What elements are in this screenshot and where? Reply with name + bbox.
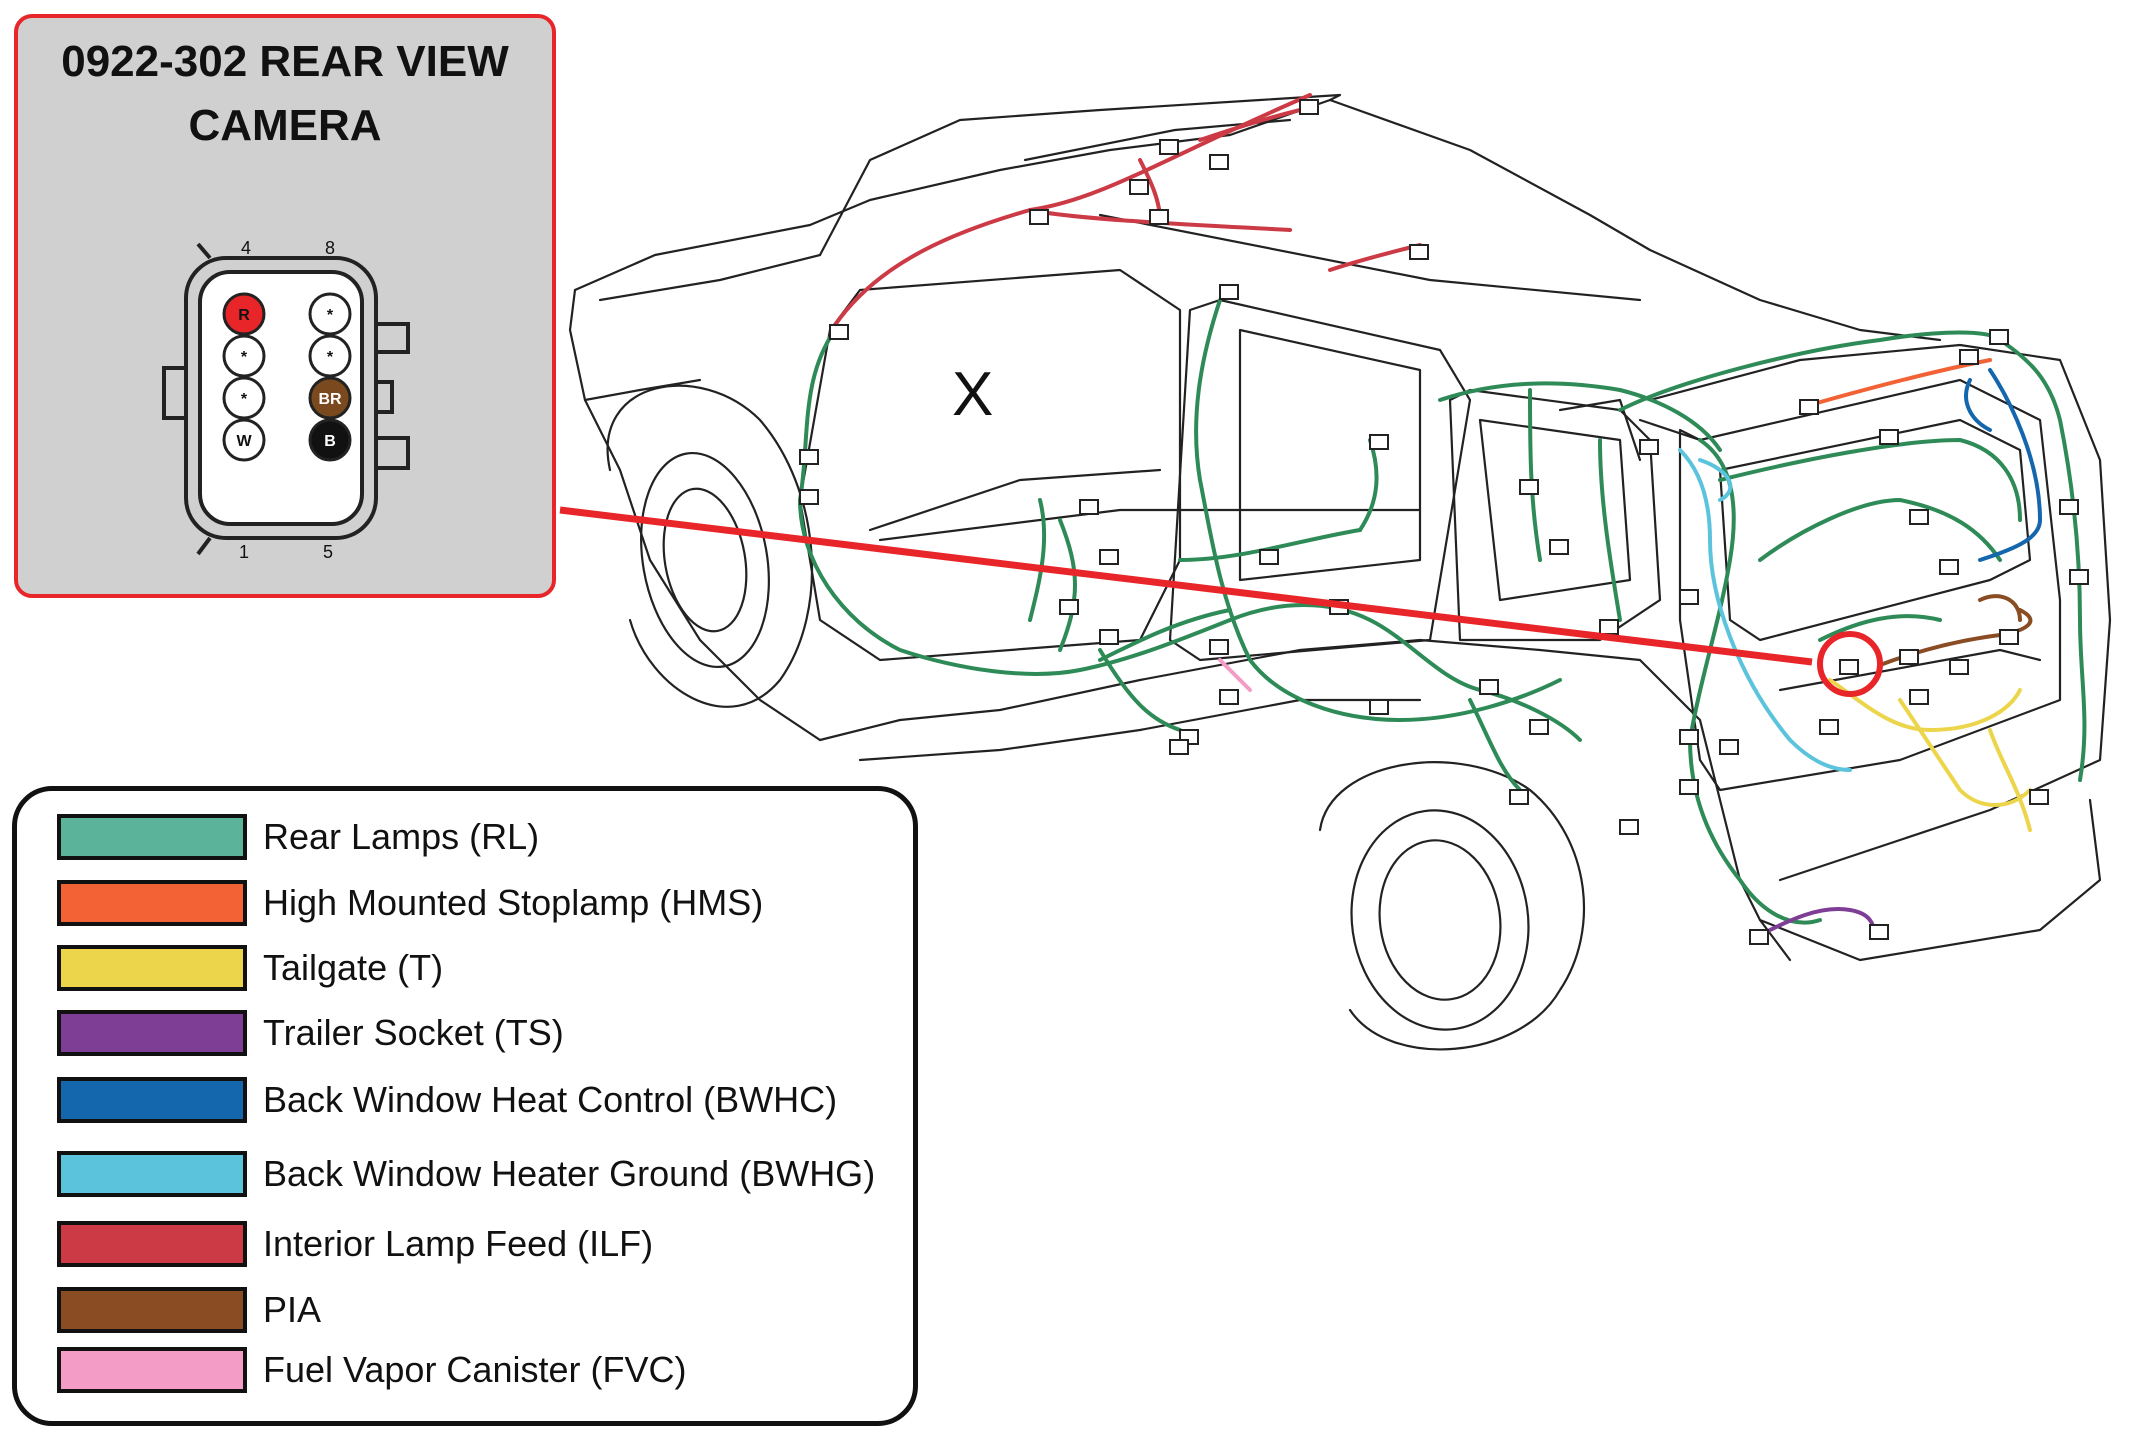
location-marker-x: X [952, 360, 993, 429]
legend-item: High Mounted Stoplamp (HMS) [57, 875, 763, 931]
harness-connectors [799, 99, 2089, 945]
legend-swatch [57, 1010, 247, 1056]
legend-label: PIA [263, 1289, 322, 1330]
legend-item: Back Window Heat Control (BWHC) [57, 1072, 837, 1128]
pin-label-4: 4 [241, 238, 251, 258]
legend-item: PIA [57, 1282, 321, 1338]
legend-label: Tailgate (T) [263, 947, 444, 988]
pin-circle [308, 418, 352, 462]
harness-wires [798, 93, 2087, 937]
pin-label-1: 1 [239, 542, 249, 562]
legend-item: Trailer Socket (TS) [57, 1005, 564, 1061]
connector-title: 0922-302 REAR VIEW CAMERA [18, 30, 552, 158]
legend-item: Tailgate (T) [57, 940, 443, 996]
pin-circle [222, 376, 266, 420]
connector-pin-right-1: * [308, 292, 352, 336]
pin-circle [308, 334, 352, 378]
wire-color-legend: Rear Lamps (RL) High Mounted Stoplamp (HM… [12, 786, 918, 1426]
connector-location-circle [1817, 631, 1883, 697]
legend-label: Back Window Heater Ground (BWHG) [263, 1153, 876, 1194]
legend-swatch [57, 1221, 247, 1267]
legend-label: Trailer Socket (TS) [263, 1012, 564, 1053]
legend-label: Back Window Heat Control (BWHC) [263, 1079, 838, 1120]
legend-swatch [57, 945, 247, 991]
connector-housing [162, 242, 410, 556]
legend-swatch [57, 1151, 247, 1197]
pin-circle [222, 418, 266, 462]
legend-label: High Mounted Stoplamp (HMS) [263, 882, 764, 923]
legend-item: Back Window Heater Ground (BWHG) [57, 1146, 875, 1202]
legend-label: Fuel Vapor Canister (FVC) [263, 1349, 687, 1390]
connector-callout: 0922-302 REAR VIEW CAMERA 4 8 1 5 R * * W * *… [14, 14, 556, 598]
pin-text: W [236, 433, 252, 450]
pin-text: * [241, 391, 248, 408]
pin-text: B [324, 433, 336, 450]
pin-text: * [327, 307, 334, 324]
connector-pin-left-2: * [222, 334, 266, 378]
legend-swatch [57, 1077, 247, 1123]
connector-pin-right-4: B [308, 418, 352, 462]
connector-title-line1: 0922-302 REAR VIEW [61, 37, 509, 86]
pin-circle [222, 292, 266, 336]
connector-pin-right-3: BR [308, 376, 352, 420]
callout-pointer-line [559, 506, 1813, 666]
pin-text: R [238, 307, 250, 324]
pin-circle [222, 334, 266, 378]
legend-label: Interior Lamp Feed (ILF) [263, 1223, 654, 1264]
pin-label-8: 8 [325, 238, 335, 258]
connector-pins: R * * W * * BR B [222, 292, 352, 462]
legend-swatch [57, 1287, 247, 1333]
connector-face-drawing: 4 8 1 5 R * * W * * BR B [162, 238, 410, 562]
legend-swatch [57, 814, 247, 860]
pin-label-5: 5 [323, 542, 333, 562]
legend-item: Interior Lamp Feed (ILF) [57, 1216, 653, 1272]
connector-pin-left-1: R [222, 292, 266, 336]
legend-swatch [57, 1347, 247, 1393]
pin-text: BR [318, 391, 342, 408]
legend-item: Rear Lamps (RL) [57, 809, 539, 865]
pin-circle [308, 376, 352, 420]
pin-text: * [327, 349, 334, 366]
legend-label: Rear Lamps (RL) [263, 816, 540, 857]
pin-circle [308, 292, 352, 336]
connector-pin-left-4: W [222, 418, 266, 462]
connector-pin-right-2: * [308, 334, 352, 378]
pin-text: * [241, 349, 248, 366]
connector-pin-left-3: * [222, 376, 266, 420]
connector-title-line2: CAMERA [188, 101, 382, 150]
legend-swatch [57, 880, 247, 926]
legend-item: Fuel Vapor Canister (FVC) [57, 1342, 686, 1398]
